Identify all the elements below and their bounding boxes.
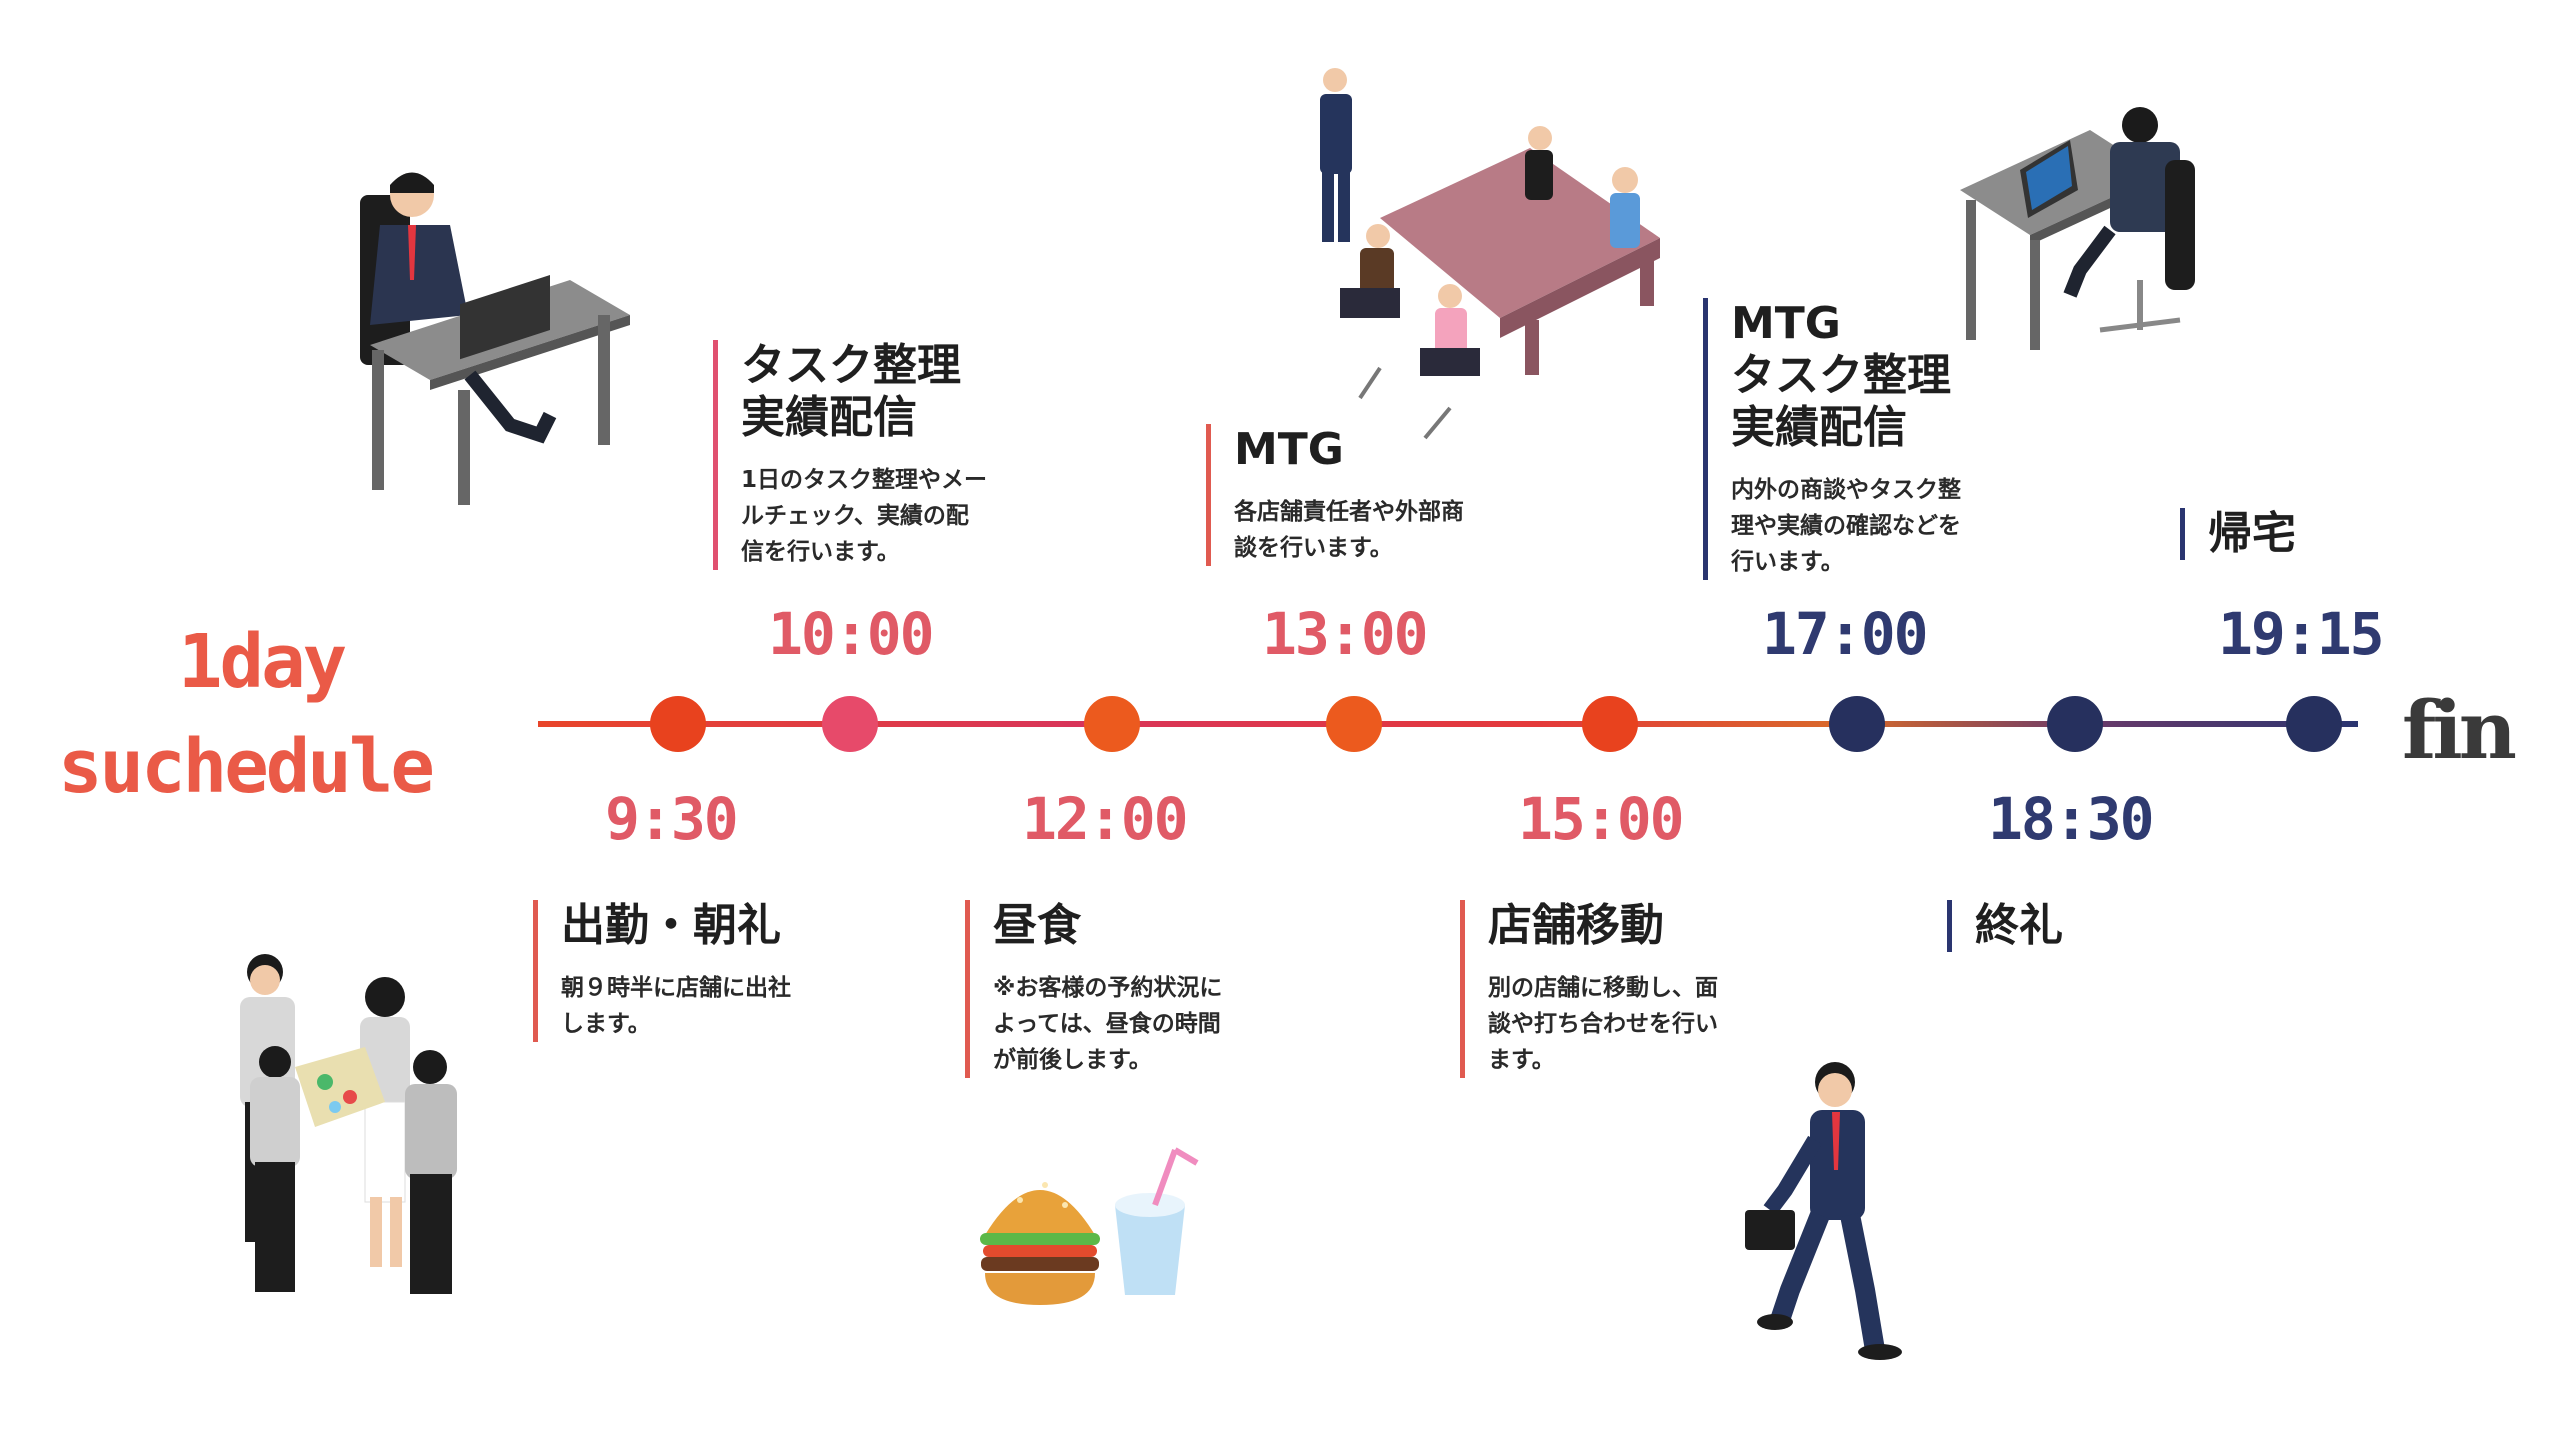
- dot-1300: [1326, 696, 1382, 752]
- illustration-laptop-worker: [1960, 107, 2195, 350]
- title-line-1: 1day: [178, 619, 347, 705]
- illustration-walking: [1745, 1062, 1902, 1360]
- event-closing-title: 終礼: [1975, 900, 2063, 951]
- illustration-meeting: [1320, 68, 1660, 440]
- dot-1700: [1829, 696, 1885, 752]
- event-lunch-desc: ※お客様の予約状況に よっては、昼食の時間 が前後します。: [993, 975, 1223, 1073]
- event-mtg2: MTG タスク整理 実績配信 内外の商談やタスク整 理や実績の確認などを 行いま…: [1703, 298, 1961, 580]
- event-closing: 終礼: [1947, 900, 2063, 952]
- dot-1500: [1582, 696, 1638, 752]
- event-mtg2-title-3: 実績配信: [1731, 402, 1907, 453]
- event-home-title: 帰宅: [2208, 508, 2296, 559]
- event-home: 帰宅: [2180, 508, 2296, 560]
- illustration-lunch: [980, 1147, 1199, 1305]
- event-lunch: 昼食 ※お客様の予約状況に よっては、昼食の時間 が前後します。: [965, 900, 1222, 1078]
- event-task-desc: 1日のタスク整理やメー ルチェック、実績の配 信を行います。: [741, 467, 988, 565]
- time-1300: 13:00: [1262, 600, 1429, 668]
- time-1000: 10:00: [768, 600, 935, 668]
- event-mtg2-title-1: MTG: [1731, 298, 1841, 349]
- time-1830: 18:30: [1988, 785, 2155, 853]
- dot-1000: [822, 696, 878, 752]
- event-task: タスク整理 実績配信 1日のタスク整理やメー ルチェック、実績の配 信を行います…: [713, 340, 987, 570]
- event-mtg: MTG 各店舗責任者や外部商 談を行います。: [1206, 424, 1464, 566]
- end-label: fin: [2402, 683, 2517, 777]
- time-1200: 12:00: [1022, 785, 1189, 853]
- event-move-title: 店舗移動: [1488, 900, 1664, 951]
- event-lunch-title: 昼食: [993, 900, 1081, 951]
- time-1500: 15:00: [1518, 785, 1685, 853]
- time-0930: 9:30: [605, 785, 739, 853]
- dot-0930: [650, 696, 706, 752]
- event-mtg-title: MTG: [1234, 424, 1344, 475]
- time-1915: 19:15: [2218, 600, 2385, 668]
- time-1700: 17:00: [1762, 600, 1929, 668]
- event-task-title-2: 実績配信: [741, 392, 917, 443]
- event-mtg2-desc: 内外の商談やタスク整 理や実績の確認などを 行います。: [1731, 477, 1961, 575]
- title-line-2: suchedule: [58, 724, 435, 810]
- event-mtg2-title-2: タスク整理: [1731, 350, 1951, 401]
- dot-1915: [2286, 696, 2342, 752]
- event-mtg-desc: 各店舗責任者や外部商 談を行います。: [1234, 499, 1464, 561]
- event-move-desc: 別の店舗に移動し、面 談や打ち合わせを行い ます。: [1488, 975, 1718, 1073]
- event-morning-desc: 朝９時半に店舗に出社 します。: [561, 975, 791, 1037]
- illustration-team: [240, 954, 457, 1294]
- event-morning: 出勤・朝礼 朝９時半に店舗に出社 します。: [533, 900, 791, 1042]
- event-task-title-1: タスク整理: [741, 340, 961, 391]
- event-morning-title: 出勤・朝礼: [561, 900, 781, 951]
- illustration-desk-phone: [360, 172, 630, 505]
- event-move: 店舗移動 別の店舗に移動し、面 談や打ち合わせを行い ます。: [1460, 900, 1718, 1078]
- dot-1830: [2047, 696, 2103, 752]
- dot-1200: [1084, 696, 1140, 752]
